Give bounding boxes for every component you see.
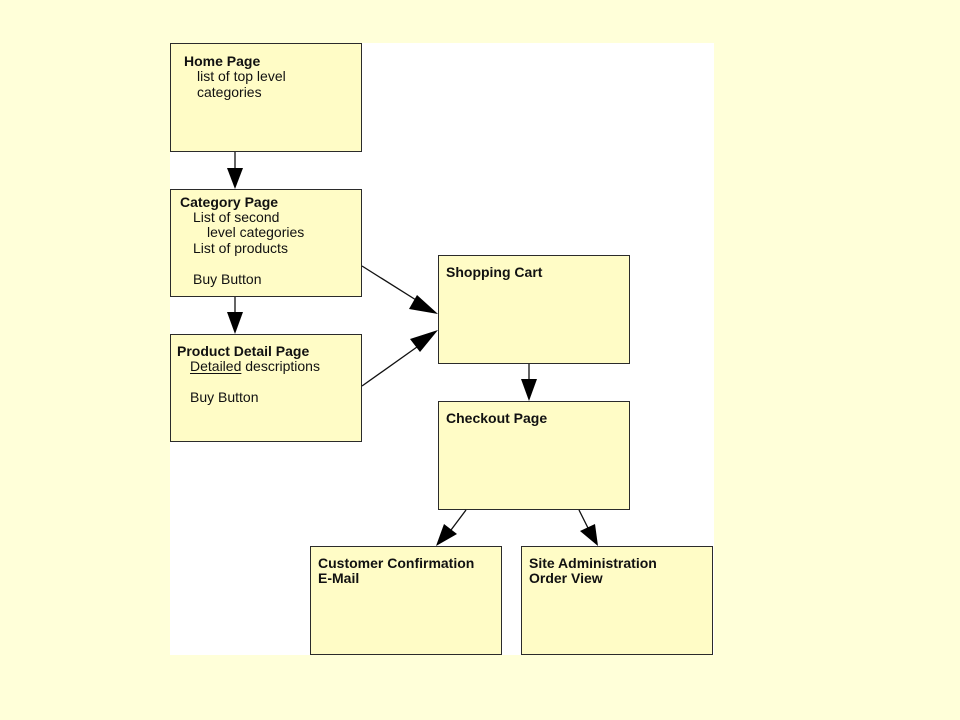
- shopping-cart-title: Shopping Cart: [446, 264, 543, 280]
- customer-confirmation-title-line-2: E-Mail: [318, 570, 360, 586]
- home-page-node: Home Page list of top level categories: [170, 43, 362, 152]
- category-page-title: Category Page: [180, 194, 279, 210]
- customer-confirmation-email-node: Customer Confirmation E-Mail: [310, 546, 502, 655]
- detailed-underlined-text: Detailed: [190, 358, 242, 374]
- product-detail-page-title: Product Detail Page: [177, 343, 310, 359]
- category-page-line-1: List of second: [193, 209, 280, 225]
- product-detail-page-node: Product Detail Page Detailed description…: [170, 334, 362, 442]
- site-admin-title-line-2: Order View: [529, 570, 603, 586]
- home-page-title: Home Page: [184, 53, 261, 69]
- checkout-page-node: Checkout Page: [438, 401, 630, 510]
- site-admin-title-line-1: Site Administration: [529, 555, 657, 571]
- customer-confirmation-title-line-1: Customer Confirmation: [318, 555, 475, 571]
- site-administration-order-view-node: Site Administration Order View: [521, 546, 713, 655]
- home-page-line-2: categories: [197, 84, 262, 100]
- product-detail-page-line-2: Buy Button: [190, 389, 259, 405]
- category-page-line-3: List of products: [193, 240, 288, 256]
- home-page-line-1: list of top level: [197, 68, 286, 84]
- category-page-node: Category Page List of second level categ…: [170, 189, 362, 297]
- shopping-cart-node: Shopping Cart: [438, 255, 630, 364]
- checkout-page-title: Checkout Page: [446, 410, 548, 426]
- descriptions-text: descriptions: [241, 358, 320, 374]
- category-page-line-2: level categories: [207, 224, 305, 240]
- category-page-line-4: Buy Button: [193, 271, 262, 287]
- product-detail-page-line-1: Detailed descriptions: [190, 358, 320, 375]
